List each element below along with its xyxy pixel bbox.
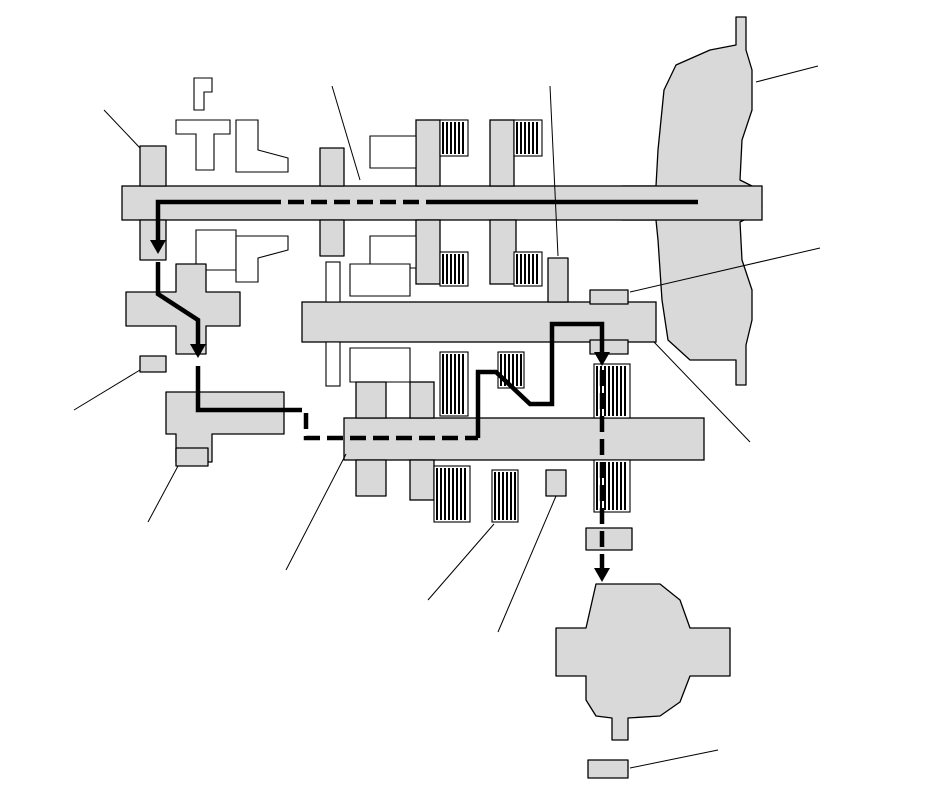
clutch-disc [524,122,526,154]
clutch-disc [462,122,464,154]
clutch-disc [620,462,622,510]
arrowhead-2 [190,344,206,358]
clutch-disc [448,468,450,520]
clutch-disc [604,462,606,510]
clutch-disc [494,472,496,520]
clutch-disc [624,366,626,416]
clutch-disc [520,354,522,386]
arrowhead-4 [594,568,610,582]
clutch-disc [436,468,438,520]
clutch-disc [458,122,460,154]
leader-countershaft-end [653,341,751,443]
clutch-disc [498,472,500,520]
clutch-disc [450,122,452,154]
clutch-disc [444,468,446,520]
clutch-disc [612,462,614,510]
clutch-disc [516,354,518,386]
clutch-disc [520,254,522,284]
leader-secondary-gear [497,495,557,633]
differential-assembly [555,527,731,779]
clutch-disc [528,122,530,154]
clutch-disc [454,254,456,284]
clutch-disc [532,254,534,284]
clutch-disc [608,366,610,416]
clutch-disc [462,354,464,414]
clutch-disc [508,354,510,386]
leader-final-drive [629,749,719,769]
clutch-disc [524,254,526,284]
clutch-disc [506,472,508,520]
clutch-disc [446,354,448,414]
clutch-disc [442,254,444,284]
clutch-disc [450,354,452,414]
leader-lines [73,65,821,769]
clutch-disc [442,354,444,414]
clutch-disc [446,122,448,154]
clutch-disc [458,254,460,284]
clutch-disc [442,122,444,154]
clutch-disc [502,472,504,520]
leader-torque-converter [755,65,819,83]
clutch-disc [520,122,522,154]
clutch-disc [440,468,442,520]
clutch-disc [620,366,622,416]
clutch-disc [462,254,464,284]
clutch-disc [516,254,518,284]
leader-idler-gear [73,369,141,411]
leader-secondary-shaft [285,453,347,571]
clutch-disc-stacks [436,122,626,520]
leader-secondary-clutch [427,523,495,601]
clutch-disc [596,366,598,416]
clutch-disc [616,462,618,510]
clutch-disc [500,354,502,386]
power-flow-idler-down [155,262,201,348]
arrowhead-3 [594,352,610,366]
idler-gear-stack [125,263,285,467]
power-flow-input-left [155,199,280,244]
clutch-disc [452,468,454,520]
power-flow-secondary-shaft [475,321,605,438]
arrowhead-1 [150,240,166,254]
clutch-disc [536,122,538,154]
clutch-disc [512,354,514,386]
clutch-disc [516,122,518,154]
clutch-disc [446,254,448,284]
clutch-disc [616,366,618,416]
clutch-disc [504,354,506,386]
leader-countershaft-gear [549,85,559,257]
clutch-disc [456,468,458,520]
clutch-disc [608,462,610,510]
clutch-disc [454,122,456,154]
clutch-disc [612,366,614,416]
clutch-disc [604,366,606,416]
clutch-disc [624,462,626,510]
power-flow-path [150,199,698,582]
clutch-disc [528,254,530,284]
power-flow-idler-out [195,366,286,413]
leader-idler-shaft [147,465,179,523]
clutch-disc [458,354,460,414]
clutch-disc [536,254,538,284]
clutch-disc [464,468,466,520]
leader-countershaft [629,247,821,293]
clutch-disc [510,472,512,520]
clutch-disc [532,122,534,154]
leader-main-shaft [331,85,361,181]
secondary-clutch-2 [491,469,519,523]
clutch-disc [514,472,516,520]
clutch-disc [600,366,602,416]
clutch-disc [596,462,598,510]
clutch-disc [454,354,456,414]
clutch-disc [450,254,452,284]
power-flow-transfer-dashed [286,407,478,441]
clutch-disc [460,468,462,520]
leader-main-shaft-gear [103,109,141,149]
